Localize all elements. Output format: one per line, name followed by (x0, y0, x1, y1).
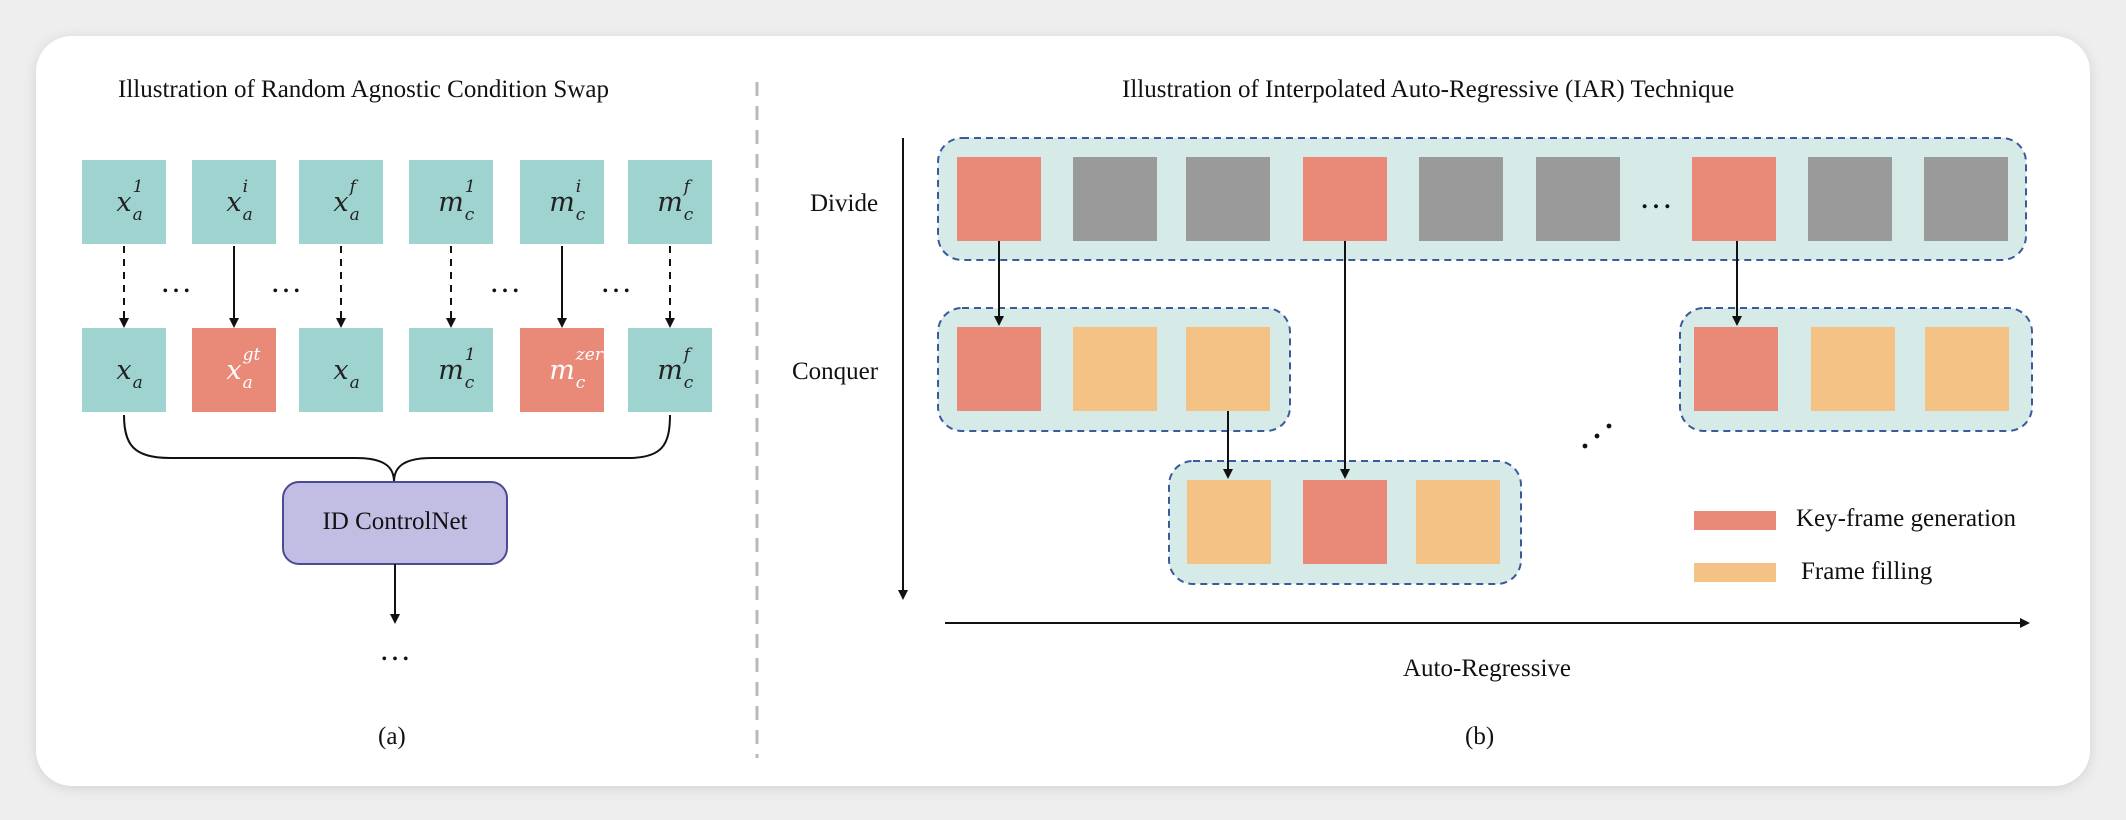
divide-frame-7 (1692, 157, 1776, 241)
auto-regressive-label: Auto-Regressive (1403, 655, 1572, 682)
math-superscript: zero (575, 344, 614, 365)
math-superscript: f (349, 176, 356, 197)
math-superscript: gt (242, 344, 261, 365)
top-cell-6 (628, 160, 712, 244)
divide-frame-8 (1808, 157, 1892, 241)
right-title: Illustration of Interpolated Auto-Regres… (1122, 76, 1735, 103)
math-subscript: a (132, 204, 143, 225)
math-superscript: f (683, 344, 691, 365)
math-subscript: c (683, 372, 694, 393)
diagonal-ellipsis-dot-3 (1606, 423, 1612, 429)
divide-frame-9 (1924, 157, 2008, 241)
bottom-cell-4 (409, 328, 493, 412)
left-title: Illustration of Random Agnostic Conditio… (118, 76, 609, 103)
left-ellipsis-1: … (160, 263, 192, 299)
math-subscript: c (575, 204, 586, 225)
conquer-left-frame-2 (1073, 327, 1157, 411)
divide-frame-2 (1073, 157, 1157, 241)
legend-label-keyframe: Key-frame generation (1796, 505, 2017, 532)
legend-swatch-filling (1694, 563, 1776, 582)
divide-frame-5 (1419, 157, 1503, 241)
controlnet-output-ellipsis: … (379, 631, 411, 667)
divide-frame-6 (1536, 157, 1620, 241)
conquer-right-frame-2 (1811, 327, 1895, 411)
bottom-cell-2 (192, 328, 276, 412)
conquer-middle-frame-2 (1303, 480, 1387, 564)
conquer-middle-frame-3 (1416, 480, 1500, 564)
math-superscript: 1 (464, 344, 476, 365)
legend-label-filling: Frame filling (1801, 558, 1933, 585)
math-subscript: c (575, 372, 586, 393)
math-superscript: i (242, 176, 249, 197)
math-superscript: 1 (132, 176, 144, 197)
controlnet-label: ID ControlNet (322, 508, 468, 535)
math-subscript: c (464, 204, 475, 225)
divide-ellipsis: … (1639, 179, 1673, 216)
left-ellipsis-3: … (489, 263, 521, 299)
bottom-cell-6 (628, 328, 712, 412)
conquer-left-frame-1 (957, 327, 1041, 411)
bottom-cell-3 (299, 328, 383, 412)
bottom-cell-5 (520, 328, 604, 412)
math-subscript: c (683, 204, 694, 225)
conquer-right-frame-3 (1925, 327, 2009, 411)
top-cell-4 (409, 160, 493, 244)
conquer-middle-frame-1 (1187, 480, 1271, 564)
caption-a: (a) (378, 723, 406, 750)
bottom-cell-1 (82, 328, 166, 412)
math-subscript: a (242, 204, 253, 225)
top-cell-3 (299, 160, 383, 244)
top-cell-2 (192, 160, 276, 244)
left-ellipsis-4: … (600, 263, 632, 299)
math-superscript: i (575, 176, 582, 197)
math-subscript: a (242, 372, 253, 393)
divide-label: Divide (810, 190, 879, 217)
caption-b: (b) (1465, 723, 1495, 750)
math-subscript: a (349, 204, 360, 225)
math-superscript: f (683, 176, 691, 197)
math-subscript: a (349, 372, 360, 393)
conquer-left-frame-3 (1186, 327, 1270, 411)
left-ellipsis-2: … (270, 263, 302, 299)
math-subscript: c (464, 372, 475, 393)
top-cell-1 (82, 160, 166, 244)
math-subscript: a (132, 372, 143, 393)
divide-frame-3 (1186, 157, 1270, 241)
divide-frame-4 (1303, 157, 1387, 241)
math-superscript: 1 (464, 176, 476, 197)
divide-frame-1 (957, 157, 1041, 241)
top-cell-5 (520, 160, 604, 244)
conquer-right-frame-1 (1694, 327, 1778, 411)
diagonal-ellipsis-dot-2 (1594, 433, 1600, 439)
legend-swatch-keyframe (1694, 511, 1776, 530)
conquer-label: Conquer (792, 358, 879, 385)
diagonal-ellipsis-dot-1 (1582, 443, 1588, 449)
